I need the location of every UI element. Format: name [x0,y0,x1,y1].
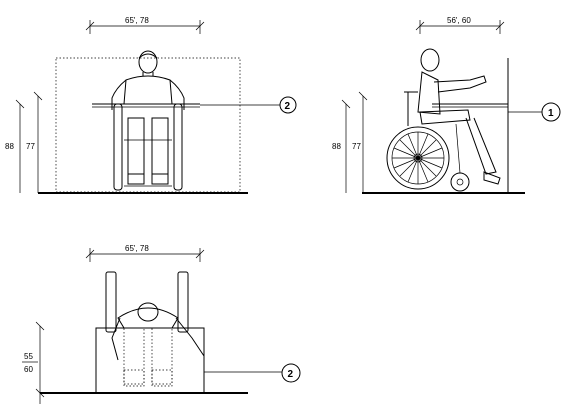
side-view: 56', 60 [332,16,561,194]
lower-view: 65', 78 55 [22,244,301,404]
front-view: 65', 78 [5,16,297,194]
front-width-label: 65', 78 [125,16,149,25]
front-callout-marker: 2 [279,96,297,114]
side-height-inner: 77 [352,142,361,151]
side-callout-number: 1 [548,108,554,119]
front-figure [111,50,185,191]
lower-figure [105,271,205,387]
front-callout-number: 2 [285,101,291,112]
front-height-dimensions: 88 77 [5,91,43,193]
side-height-dimensions: 88 77 [332,91,368,193]
front-width-dimension: 65', 78 [85,16,205,34]
front-height-outer: 88 [5,142,14,151]
lower-height-top: 55 [24,352,33,361]
lower-height-dimensions: 55 60 [22,321,45,404]
side-height-outer: 88 [332,142,341,151]
side-reach-dimension: 56', 60 [415,16,505,34]
lower-width-dimension: 65', 78 [85,244,205,262]
side-reach-label: 56', 60 [447,16,471,25]
lower-height-bottom: 60 [24,365,33,374]
front-height-inner: 77 [26,142,35,151]
side-figure [386,48,501,192]
lower-callout-number: 2 [288,369,294,380]
side-callout-marker: 1 [541,102,561,122]
lower-callout-marker: 2 [281,363,301,383]
lower-width-label: 65', 78 [125,244,149,253]
front-reach-envelope [55,57,241,193]
